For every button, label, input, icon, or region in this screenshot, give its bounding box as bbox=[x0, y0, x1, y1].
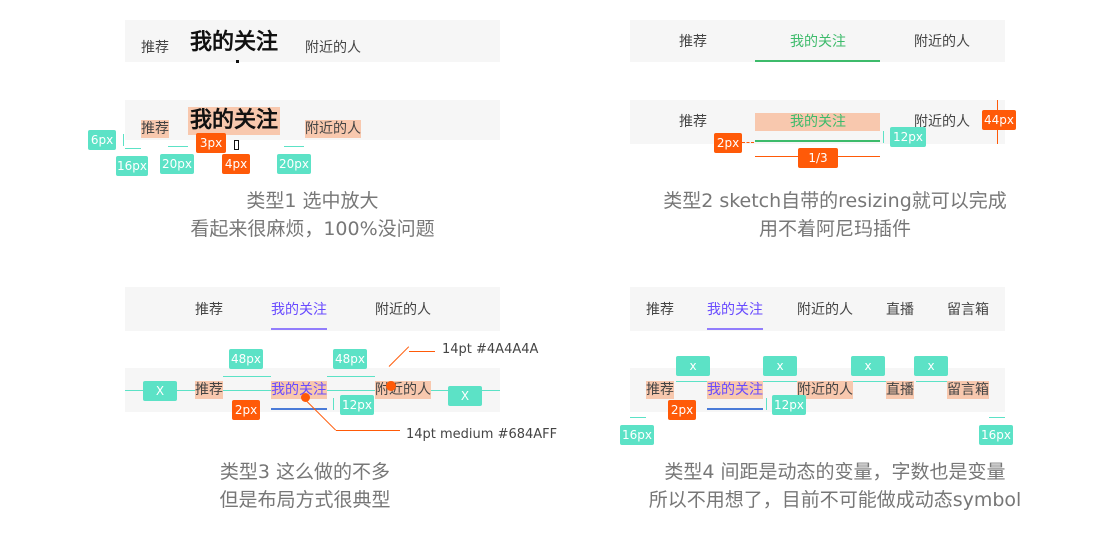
type3-unselected-annotation: 14pt #4A4A4A bbox=[442, 342, 539, 357]
type3-indicator-annotated bbox=[271, 408, 327, 410]
type1-16px-tag: 16px bbox=[116, 156, 148, 176]
type4-tab-nearby[interactable]: 附近的人 bbox=[797, 302, 853, 318]
type4-gap-marker-3 bbox=[853, 381, 886, 382]
type2-tab-following-annotated: 我的关注 bbox=[790, 114, 846, 130]
type4-12px-marker bbox=[766, 398, 767, 410]
type2-tabbar-preview bbox=[630, 20, 1005, 62]
type4-16px-marker-right bbox=[989, 417, 1005, 418]
type2-tab-following[interactable]: 我的关注 bbox=[790, 34, 846, 50]
type3-unselected-leader bbox=[409, 351, 435, 352]
type2-indicator-annotated bbox=[755, 140, 880, 142]
type1-tabbar-preview bbox=[125, 20, 500, 62]
type2-tab-recommend-annotated: 推荐 bbox=[679, 114, 707, 130]
type4-caption-line2: 所以不用想了，目前不可能做成动态symbol bbox=[648, 489, 1022, 511]
type3-caption-line1: 类型3 这么做的不多 bbox=[219, 461, 391, 483]
type4-x-tag-2: x bbox=[763, 356, 797, 376]
type2-caption-line1: 类型2 sketch自带的resizing就可以完成 bbox=[663, 190, 1007, 212]
type4-x-tag-3: x bbox=[851, 356, 885, 376]
type4-tab-mailbox-annotated: 留言箱 bbox=[947, 381, 989, 399]
type3-tab-following[interactable]: 我的关注 bbox=[271, 302, 327, 318]
type3-48px-marker-right bbox=[327, 376, 375, 377]
type4-tab-following-annotated: 我的关注 bbox=[707, 381, 763, 399]
type3-tab-nearby[interactable]: 附近的人 bbox=[375, 302, 431, 318]
type3-12px-tag: 12px bbox=[340, 395, 374, 415]
type3-selected-indicator bbox=[271, 328, 327, 330]
type1-16px-marker bbox=[125, 148, 141, 149]
type4-tab-following[interactable]: 我的关注 bbox=[707, 302, 763, 318]
type3-selected-marker bbox=[301, 393, 310, 402]
type4-tab-recommend[interactable]: 推荐 bbox=[646, 302, 674, 318]
type2-tab-recommend[interactable]: 推荐 bbox=[679, 34, 707, 50]
type3-tabbar-preview bbox=[125, 287, 500, 331]
type2-2px-tag: 2px bbox=[714, 133, 742, 153]
type2-44px-tag: 44px bbox=[982, 110, 1016, 130]
type4-gap-marker-1 bbox=[676, 381, 707, 382]
type2-selected-indicator bbox=[755, 60, 880, 62]
type1-20px-tag-right: 20px bbox=[277, 154, 311, 174]
type3-x-left-tag: X bbox=[143, 381, 177, 401]
type4-gap-marker-2 bbox=[763, 381, 797, 382]
type3-48px-marker-left bbox=[223, 376, 271, 377]
type4-16px-tag-right: 16px bbox=[979, 425, 1013, 445]
type3-tab-recommend[interactable]: 推荐 bbox=[195, 302, 223, 318]
type1-tab-recommend[interactable]: 推荐 bbox=[141, 40, 169, 56]
type4-x-tag-1: x bbox=[676, 356, 710, 376]
type1-caption-line2: 看起来很麻烦，100%没问题 bbox=[190, 218, 435, 240]
type4-indicator-annotated bbox=[707, 408, 763, 410]
type4-16px-marker-left bbox=[630, 417, 646, 418]
type2-tab-nearby-annotated: 附近的人 bbox=[914, 114, 970, 130]
type1-6px-tag: 6px bbox=[88, 130, 116, 150]
type3-x-right-tag: X bbox=[448, 386, 482, 406]
type4-tab-live[interactable]: 直播 bbox=[886, 302, 914, 318]
type3-2px-tag: 2px bbox=[232, 400, 260, 420]
type1-tab-nearby[interactable]: 附近的人 bbox=[305, 40, 361, 56]
type4-tab-recommend-annotated: 推荐 bbox=[646, 381, 674, 399]
type2-12px-marker bbox=[883, 131, 884, 143]
type2-tab-nearby[interactable]: 附近的人 bbox=[914, 34, 970, 50]
type1-tab-recommend-annotated: 推荐 bbox=[141, 120, 169, 138]
type1-20px-marker-left bbox=[168, 146, 188, 147]
type2-selected-highlight bbox=[755, 113, 880, 131]
type1-20px-marker-right bbox=[284, 146, 304, 147]
type1-4px-tag: 4px bbox=[222, 154, 250, 174]
type4-caption-line1: 类型4 间距是动态的变量，字数也是变量 bbox=[664, 461, 1006, 483]
type1-cursor-dot bbox=[236, 60, 239, 63]
type4-gap-marker-4 bbox=[916, 381, 947, 382]
type4-tabbar-preview bbox=[630, 287, 1005, 331]
type1-6px-marker bbox=[123, 134, 124, 146]
type3-unselected-marker bbox=[386, 381, 396, 391]
type3-12px-marker bbox=[333, 398, 334, 410]
type4-tab-live-annotated: 直播 bbox=[886, 381, 914, 399]
type3-tab-following-annotated: 我的关注 bbox=[271, 381, 327, 399]
type3-tab-recommend-annotated: 推荐 bbox=[195, 381, 223, 399]
type3-unselected-leader-diag bbox=[388, 346, 410, 367]
type3-48px-tag-left: 48px bbox=[229, 349, 263, 369]
type4-2px-tag: 2px bbox=[668, 400, 696, 420]
type2-third-tag: 1/3 bbox=[798, 148, 838, 168]
type4-16px-tag-left: 16px bbox=[620, 425, 654, 445]
type1-3px-tag: 3px bbox=[196, 133, 226, 153]
type2-12px-tag: 12px bbox=[890, 127, 926, 147]
type3-selected-leader bbox=[336, 430, 400, 431]
type1-3px-marker bbox=[234, 140, 239, 150]
type1-tab-nearby-annotated: 附近的人 bbox=[305, 120, 361, 138]
type4-12px-tag: 12px bbox=[772, 395, 806, 415]
type4-selected-indicator bbox=[707, 328, 763, 330]
type4-x-tag-4: x bbox=[914, 356, 948, 376]
type1-20px-tag-left: 20px bbox=[160, 154, 194, 174]
type4-tab-mailbox[interactable]: 留言箱 bbox=[947, 302, 989, 318]
type1-tab-following-annotated: 我的关注 bbox=[188, 107, 281, 135]
type4-tab-nearby-annotated: 附近的人 bbox=[797, 381, 853, 399]
type1-caption-line1: 类型1 选中放大 bbox=[246, 190, 379, 212]
type3-caption-line2: 但是布局方式很典型 bbox=[219, 489, 391, 511]
type2-2px-leader bbox=[742, 142, 754, 143]
type2-caption-line2: 用不着阿尼玛插件 bbox=[758, 218, 911, 240]
type3-48px-tag-right: 48px bbox=[333, 349, 367, 369]
type3-tab-nearby-annotated: 附近的人 bbox=[375, 381, 431, 399]
type1-tab-following[interactable]: 我的关注 bbox=[190, 30, 279, 55]
type3-selected-annotation: 14pt medium #684AFF bbox=[406, 427, 558, 442]
